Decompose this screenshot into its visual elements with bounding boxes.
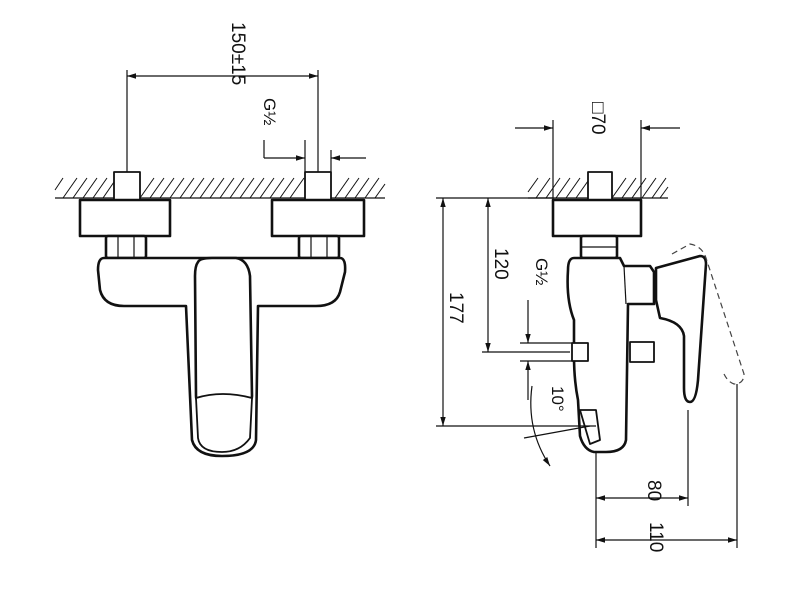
- projection-dimensions: 80 110: [595, 384, 738, 552]
- total-height-label: 177: [445, 292, 466, 324]
- side-diverter-knob: [629, 341, 655, 363]
- side-lever: [654, 254, 708, 404]
- front-thread-label: G½: [260, 98, 279, 125]
- left-pipe-stub: [113, 171, 141, 201]
- side-view: □70 177 120 G½ 10°: [436, 102, 745, 552]
- side-thread-label: G½: [532, 258, 551, 285]
- lever-handle: [193, 256, 254, 406]
- angle-label: 10°: [548, 386, 567, 412]
- right-nut: [297, 234, 341, 260]
- side-thread-dimension: G½: [520, 258, 572, 400]
- side-escutcheon: [551, 198, 643, 238]
- inlet-height-label: 120: [490, 248, 511, 280]
- angle-dimension: 10°: [523, 385, 591, 467]
- centers-dim-label: 150±15: [227, 22, 248, 85]
- side-small-stub: [571, 342, 589, 362]
- escutcheon-dimension: □70: [515, 102, 680, 200]
- side-pipe-stub: [587, 171, 613, 201]
- left-nut: [104, 234, 148, 260]
- front-thread-dimension: G½: [260, 98, 366, 172]
- side-mixer-body: [566, 256, 656, 454]
- side-nut: [579, 234, 619, 260]
- front-view: 150±15 G½: [54, 22, 386, 458]
- right-pipe-stub: [304, 171, 332, 201]
- right-escutcheon: [270, 198, 366, 238]
- centers-dimension: 150±15: [126, 22, 319, 172]
- lever-swing-outline: [671, 243, 745, 385]
- side-spout-tip: [579, 409, 601, 445]
- spout-projection-label: 80: [643, 480, 664, 501]
- spout-outlet: [195, 393, 253, 453]
- lever-projection-label: 110: [645, 522, 666, 552]
- height-dimensions: 177 120: [436, 197, 596, 427]
- front-wall-hatch: [54, 177, 386, 199]
- left-escutcheon: [78, 198, 172, 238]
- escutcheon-dim-label: □70: [587, 102, 608, 135]
